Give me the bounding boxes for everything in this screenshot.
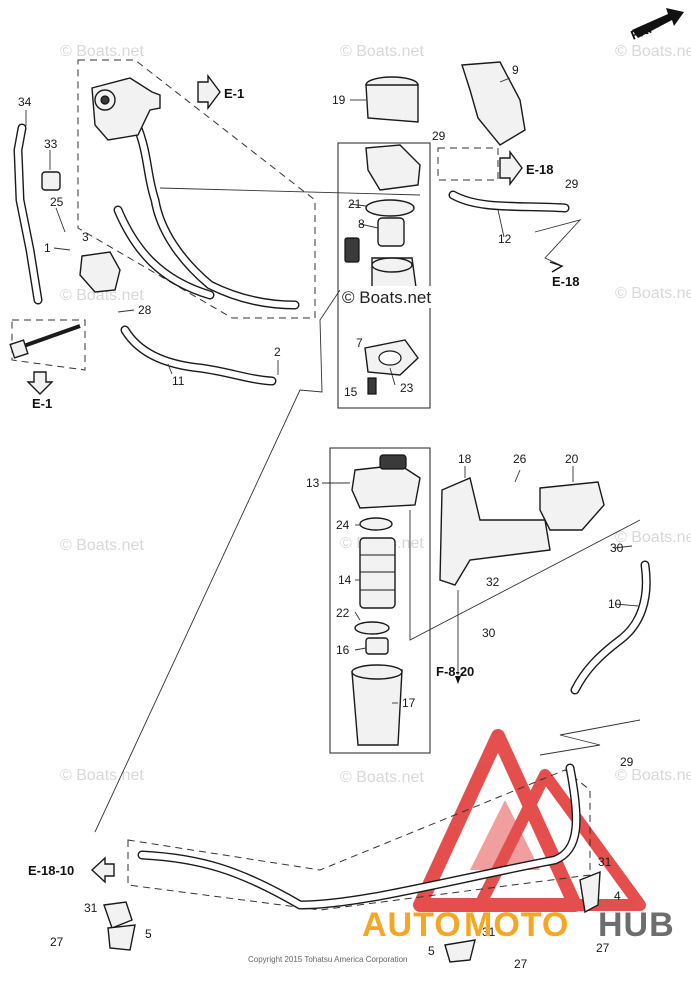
ref-e1-left: E-1 xyxy=(32,396,52,411)
fuel-lines xyxy=(94,187,641,833)
part-number-31-left: 31 xyxy=(84,901,98,915)
part-number-21: 21 xyxy=(348,197,362,211)
leader-lines xyxy=(25,77,639,704)
part-number-26: 26 xyxy=(513,452,527,466)
watermark-text: © Boats.net xyxy=(615,285,691,302)
part-number-24: 24 xyxy=(336,518,350,532)
part-number-16: 16 xyxy=(336,643,350,657)
part-number-27-right: 27 xyxy=(596,941,610,955)
part-number-34: 34 xyxy=(18,95,32,109)
front-direction-arrow-icon xyxy=(632,8,684,38)
brand-text-hub: HUB xyxy=(598,906,675,944)
front-marker-label: FR. xyxy=(629,21,654,43)
watermark-text: © Boats.net xyxy=(60,767,144,784)
arrow-markers xyxy=(26,8,684,884)
brand-wordmark: AUTO MOTO HUB xyxy=(362,906,675,944)
part-number-19: 19 xyxy=(332,93,346,107)
part-number-29-upper: 29 xyxy=(432,129,446,143)
part-number-27-left: 27 xyxy=(50,935,64,949)
watermark-text: © Boats.net xyxy=(340,43,424,60)
part-number-5-bottom: 5 xyxy=(428,944,435,958)
part-number-30-mid: 30 xyxy=(482,626,496,640)
part-number-7: 7 xyxy=(356,336,363,350)
dark-watermark-backdrop xyxy=(340,286,458,308)
watermark-text: © Boats.net xyxy=(60,287,144,304)
brand-logo-triangle xyxy=(413,729,646,912)
part-number-2: 2 xyxy=(274,345,281,359)
part-number-23: 23 xyxy=(400,381,414,395)
part-number-27-bottom: 27 xyxy=(514,957,528,971)
part-number-22: 22 xyxy=(336,606,350,620)
watermark-text: © Boats.net xyxy=(615,43,691,60)
part-number-10: 10 xyxy=(608,597,622,611)
part-number-4: 4 xyxy=(614,889,621,903)
part-number-33: 33 xyxy=(44,137,58,151)
part-number-8: 8 xyxy=(358,217,365,231)
part-number-30-right: 30 xyxy=(610,541,624,555)
watermark-text: © Boats.net xyxy=(615,767,691,784)
part-number-29-right: 29 xyxy=(565,177,579,191)
part-number-9: 9 xyxy=(512,63,519,77)
brand-text-auto: AUTO xyxy=(362,906,462,944)
part-number-15: 15 xyxy=(344,385,358,399)
brand-text-moto: MOTO xyxy=(464,906,569,944)
part-number-17: 17 xyxy=(402,696,416,710)
part-number-14: 14 xyxy=(338,573,352,587)
part-number-5-left: 5 xyxy=(145,927,152,941)
ref-e1810: E-18-10 xyxy=(28,863,74,878)
part-number-18: 18 xyxy=(458,452,472,466)
hoses xyxy=(113,105,651,910)
part-number-20: 20 xyxy=(565,452,579,466)
watermark-text: © Boats.net xyxy=(60,537,144,554)
part-number-32: 32 xyxy=(486,575,500,589)
part-number-1: 1 xyxy=(44,241,51,255)
part-number-28: 28 xyxy=(138,303,152,317)
part-number-12: 12 xyxy=(498,232,512,246)
part-number-25: 25 xyxy=(50,195,64,209)
ref-e18-right: E-18 xyxy=(552,274,579,289)
watermark-text: © Boats.net xyxy=(615,529,691,546)
ref-e1-top: E-1 xyxy=(224,86,244,101)
part-number-callouts: 34 33 25 1 3 28 11 2 19 9 29 29 12 21 8 … xyxy=(18,63,634,971)
ref-f820: F-8-20 xyxy=(436,664,474,679)
part-number-31-right: 31 xyxy=(598,855,612,869)
pump-assembly-frame xyxy=(337,142,431,409)
part-number-31-bottom: 31 xyxy=(482,925,496,939)
part-number-29-lower: 29 xyxy=(620,755,634,769)
part-number-13: 13 xyxy=(306,476,320,490)
dark-watermark-text: © Boats.net xyxy=(342,288,431,307)
watermark-text: © Boats.net xyxy=(340,769,424,786)
ref-e18-mid: E-18 xyxy=(526,162,553,177)
filter-assembly-frame xyxy=(329,447,431,754)
component-shapes xyxy=(9,61,605,963)
copyright-text: Copyright 2015 Tohatsu America Corporati… xyxy=(248,955,408,964)
part-number-11: 11 xyxy=(172,374,185,388)
watermark-text: © Boats.net xyxy=(60,43,144,60)
reference-labels: E-1 E-1 E-18 E-18 F-8-20 E-18-10 FR. xyxy=(28,21,654,878)
part-number-3: 3 xyxy=(82,230,89,244)
